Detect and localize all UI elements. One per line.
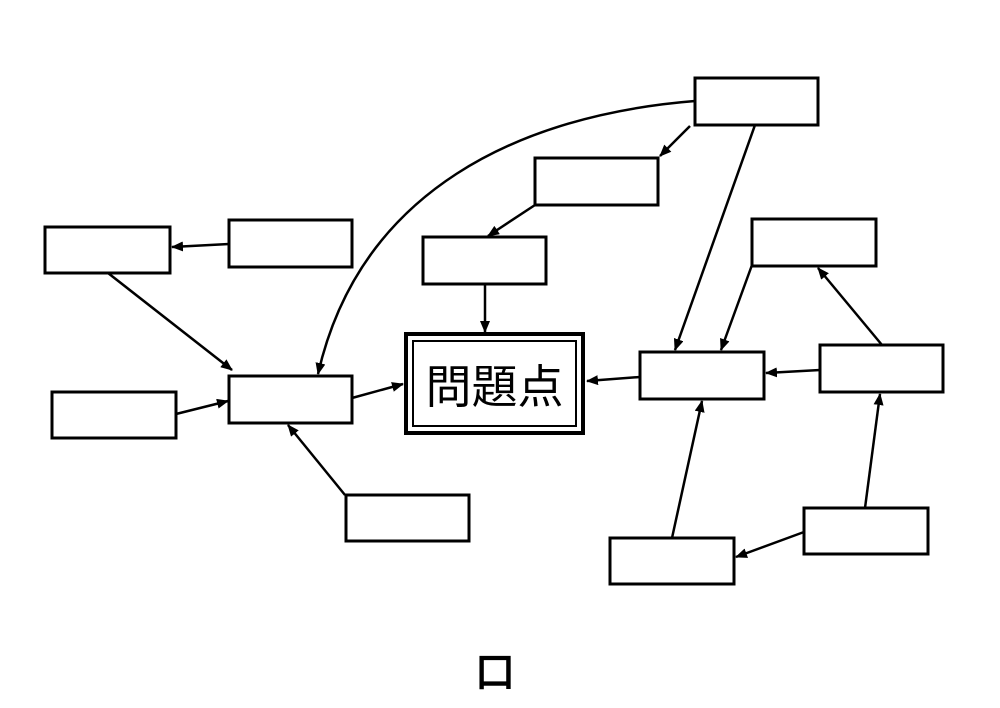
arrow-h-to-g: [287, 424, 346, 496]
box-m: [802, 506, 930, 556]
box-l: [608, 536, 736, 586]
arrow-k-to-j: [817, 267, 883, 346]
arrow-a-to-b: [659, 125, 691, 157]
arrow-e-to-d: [171, 241, 230, 252]
caption: 口: [475, 649, 515, 696]
box-j: [750, 217, 878, 268]
arrow-d-to-g: [107, 272, 233, 371]
center-box-inner: [412, 340, 577, 427]
box-f: [50, 390, 178, 440]
box-d: [43, 225, 172, 275]
box-c: [421, 235, 548, 286]
box-b: [533, 156, 660, 207]
arrow-k-to-i: [765, 367, 821, 378]
box-i: [638, 350, 766, 401]
arrow-m-to-l: [735, 530, 805, 559]
arrow-b-to-c: [487, 203, 536, 238]
arrow-l-to-i: [670, 400, 705, 539]
center-label: 問題点: [425, 359, 564, 414]
arrow-i-to-center: [586, 375, 641, 386]
box-a: [693, 76, 820, 127]
box-h: [344, 493, 471, 543]
box-k: [818, 343, 945, 394]
arrow-a-to-g: [315, 99, 696, 375]
arrow-f-to-g: [175, 398, 229, 416]
arrow-j-to-i: [719, 264, 754, 351]
box-e: [227, 218, 354, 269]
arrow-a-to-i: [673, 124, 757, 351]
arrow-m-to-k: [863, 393, 884, 509]
arrow-g-to-center: [351, 382, 404, 400]
box-g: [227, 374, 354, 425]
